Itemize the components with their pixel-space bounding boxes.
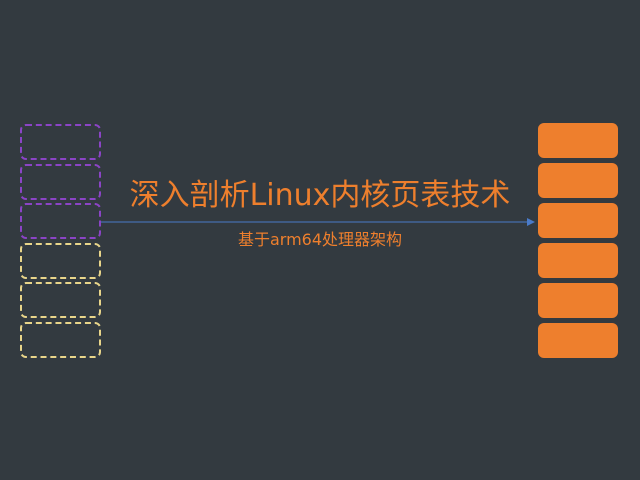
right-box-5 <box>538 283 618 318</box>
left-box-6 <box>20 321 101 358</box>
left-box-3 <box>20 203 101 239</box>
left-box-5 <box>20 282 101 318</box>
slide-subtitle: 基于arm64处理器架构 <box>237 230 403 249</box>
left-box-1 <box>20 124 101 160</box>
right-box-4 <box>538 243 618 278</box>
right-box-3 <box>538 203 618 238</box>
right-box-1 <box>538 123 618 158</box>
slide-title: 深入剖析Linux内核页表技术 <box>129 178 511 213</box>
right-box-2 <box>538 163 618 198</box>
right-box-6 <box>538 323 618 358</box>
left-box-4 <box>20 242 101 279</box>
left-box-2 <box>20 163 101 200</box>
